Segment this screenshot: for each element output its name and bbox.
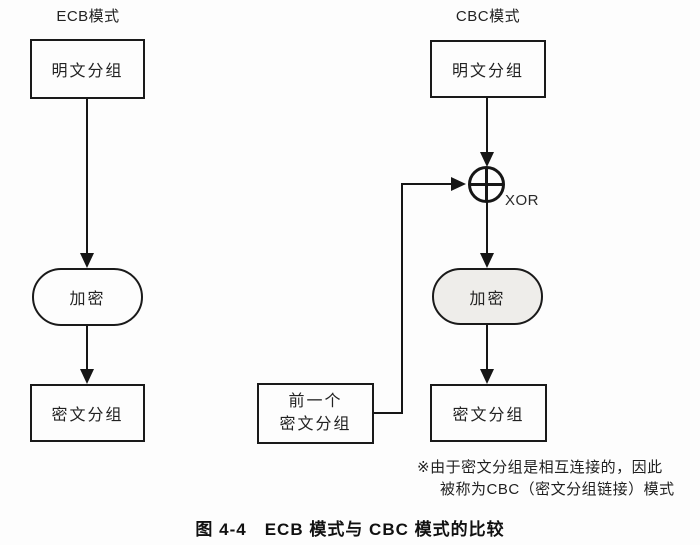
cbc-feedback-arrowhead-into-xor [451,177,466,191]
ecb-arrowhead-into-encrypt [80,253,94,268]
cbc-line-xor-to-encrypt [486,201,488,254]
cbc-arrowhead-into-encrypt [480,253,494,268]
ecb-column-title: ECB模式 [56,8,120,25]
xor-label: XOR [505,192,540,209]
ecb-encrypt-node: 加密 [32,268,143,326]
cbc-feedback-line-horizontal-top [401,183,453,185]
cbc-arrowhead-into-ciphertext [480,369,494,384]
cbc-encrypt-node: 加密 [432,268,543,325]
cbc-previous-ciphertext-block-box: 前一个 密文分组 [257,383,374,444]
ecb-ciphertext-block-label: 密文分组 [51,407,124,424]
ecb-line-plaintext-to-encrypt [86,99,88,254]
footnote-line1: ※由于密文分组是相互连接的，因此 [417,459,663,476]
ecb-ciphertext-block-box: 密文分组 [30,384,145,442]
cbc-line-encrypt-to-ciphertext [486,325,488,370]
ecb-encrypt-label: 加密 [69,291,106,308]
cbc-plaintext-block-box: 明文分组 [430,40,546,98]
ecb-plaintext-block-label: 明文分组 [51,63,124,80]
cbc-line-plaintext-to-xor [486,98,488,153]
cbc-plaintext-block-label: 明文分组 [451,63,524,80]
cbc-ciphertext-block-label: 密文分组 [452,407,525,424]
ecb-line-encrypt-to-ciphertext [86,326,88,370]
ecb-arrowhead-into-ciphertext [80,369,94,384]
cbc-column-title: CBC模式 [455,8,521,25]
figure-caption: 图 4-4 ECB 模式与 CBC 模式的比较 [195,520,505,539]
cbc-feedback-line-vertical [401,183,403,414]
footnote-line2: 被称为CBC（密文分组链接）模式 [440,481,675,498]
cbc-encrypt-label: 加密 [469,290,506,308]
cbc-feedback-line-horizontal-bottom [373,412,403,414]
xor-cross-vertical [485,169,488,200]
ecb-plaintext-block-box: 明文分组 [30,39,145,99]
cbc-ciphertext-block-box: 密文分组 [430,384,547,442]
cbc-previous-block-label-line2: 密文分组 [279,415,352,433]
cbc-previous-block-label-line1: 前一个 [288,393,343,411]
cbc-chaining-footnote: ※由于密文分组是相互连接的，因此 被称为CBC（密文分组链接）模式 [417,457,675,501]
cbc-arrowhead-into-xor [480,152,494,167]
xor-gate-icon [468,166,505,203]
